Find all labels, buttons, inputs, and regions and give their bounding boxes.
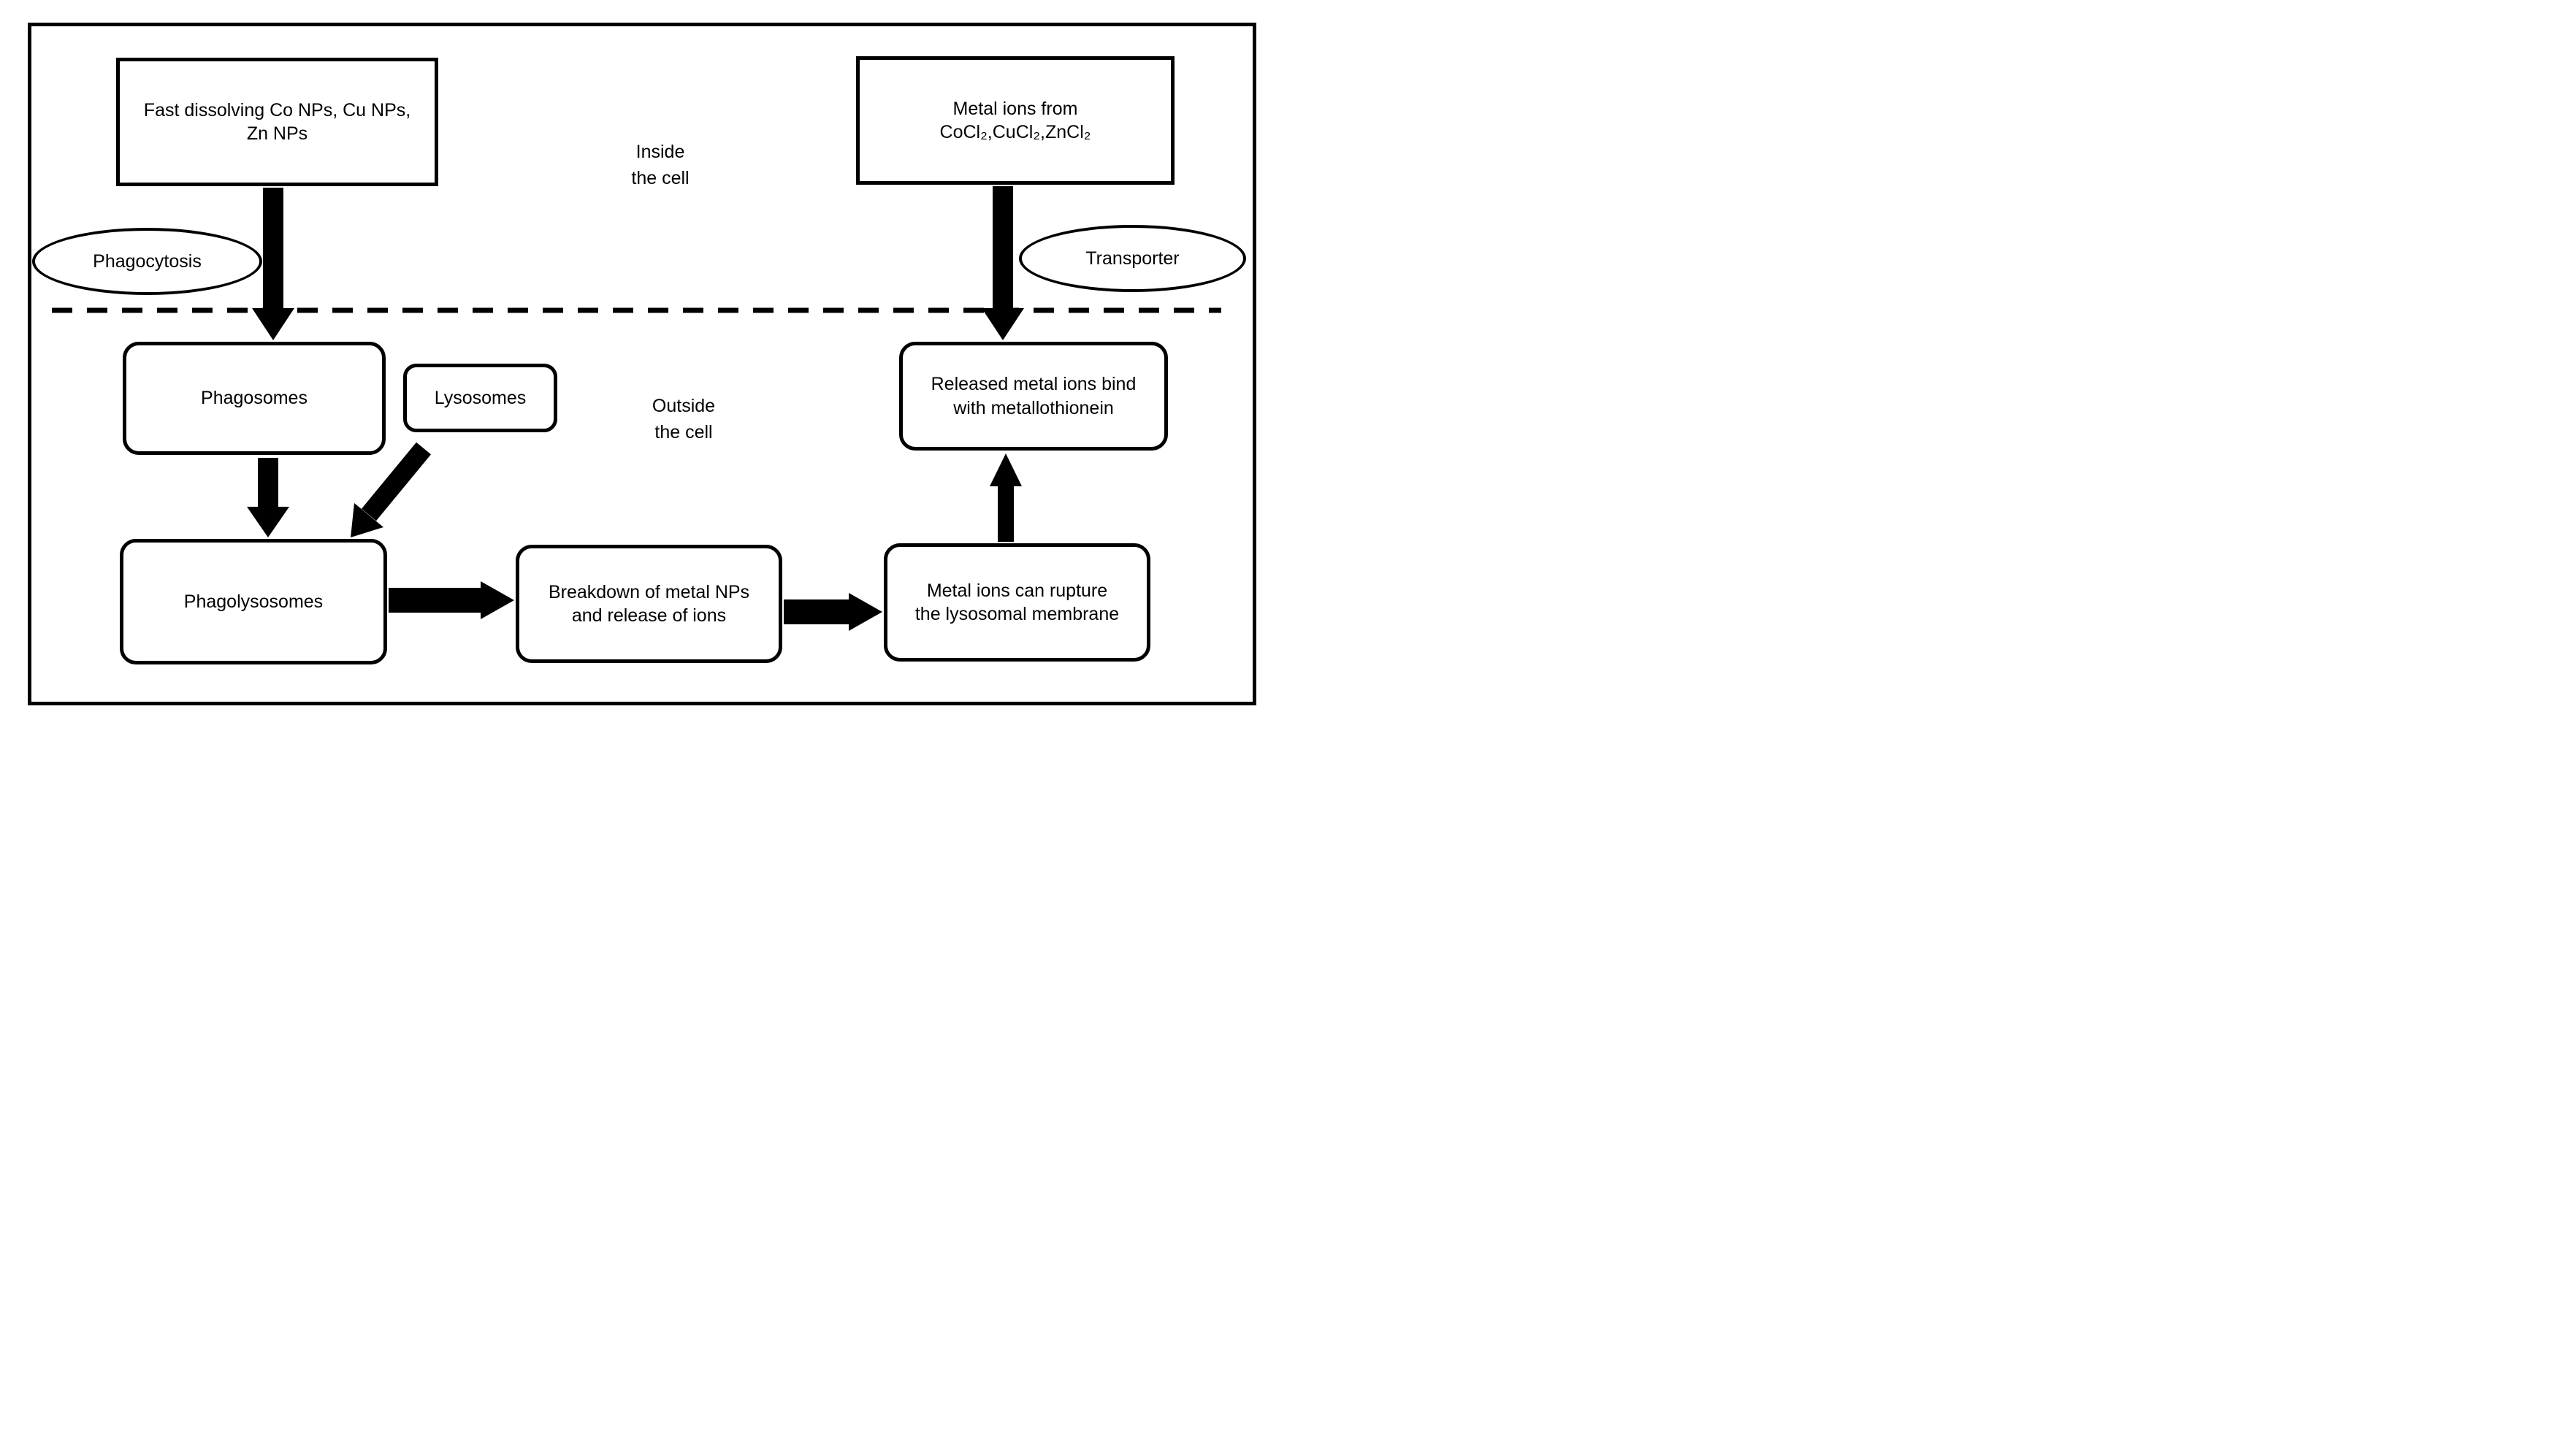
node-phagolysosomes-label: Phagolysosomes bbox=[183, 591, 324, 612]
cell-boundary-frame bbox=[28, 23, 1256, 705]
node-phagolysosomes: Phagolysosomes bbox=[120, 539, 387, 664]
node-phagocytosis: Phagocytosis bbox=[32, 228, 262, 295]
arrow-layer bbox=[52, 186, 1221, 631]
arrow-rupture-to-released bbox=[990, 453, 1022, 542]
node-transporter: Transporter bbox=[1019, 225, 1246, 292]
node-metal-ion-salts-label: Metal ions from CoCl₂,CuCl₂,ZnCl₂ bbox=[939, 98, 1091, 143]
node-metal-ion-salts: Metal ions from CoCl₂,CuCl₂,ZnCl₂ bbox=[856, 56, 1175, 185]
node-phagosomes: Phagosomes bbox=[123, 342, 386, 455]
arrow-np-uptake bbox=[252, 188, 294, 340]
arrow-lysosomes-to-phagolysosomes bbox=[351, 442, 432, 537]
arrow-phagolysosomes-to-breakdown bbox=[389, 581, 514, 619]
node-fast-dissolving-nps-label: Fast dissolving Co NPs, Cu NPs, Zn NPs bbox=[143, 99, 411, 145]
node-phagosomes-label: Phagosomes bbox=[201, 388, 308, 409]
node-phagocytosis-label: Phagocytosis bbox=[93, 250, 202, 272]
node-rupture-membrane-label: Metal ions can rupture the lysosomal mem… bbox=[914, 580, 1120, 625]
node-transporter-label: Transporter bbox=[1085, 248, 1180, 269]
node-released-ions-bind: Released metal ions bind with metallothi… bbox=[899, 342, 1168, 451]
node-rupture-membrane: Metal ions can rupture the lysosomal mem… bbox=[884, 543, 1150, 662]
node-lysosomes: Lysosomes bbox=[403, 364, 557, 432]
diagram-canvas: Fast dissolving Co NPs, Cu NPs, Zn NPs M… bbox=[0, 0, 1278, 728]
node-released-ions-bind-label: Released metal ions bind with metallothi… bbox=[931, 374, 1137, 418]
node-breakdown-nps: Breakdown of metal NPs and release of io… bbox=[516, 545, 782, 663]
arrow-ion-uptake bbox=[982, 186, 1024, 340]
outside-cell-label: Outside the cell bbox=[652, 396, 716, 443]
arrow-breakdown-to-rupture bbox=[784, 593, 882, 631]
inside-cell-label: Inside the cell bbox=[631, 142, 690, 189]
node-lysosomes-label: Lysosomes bbox=[434, 387, 527, 408]
node-fast-dissolving-nps: Fast dissolving Co NPs, Cu NPs, Zn NPs bbox=[116, 58, 438, 186]
node-breakdown-nps-label: Breakdown of metal NPs and release of io… bbox=[548, 581, 750, 627]
arrow-phagosomes-to-phagolysosomes bbox=[247, 458, 289, 537]
